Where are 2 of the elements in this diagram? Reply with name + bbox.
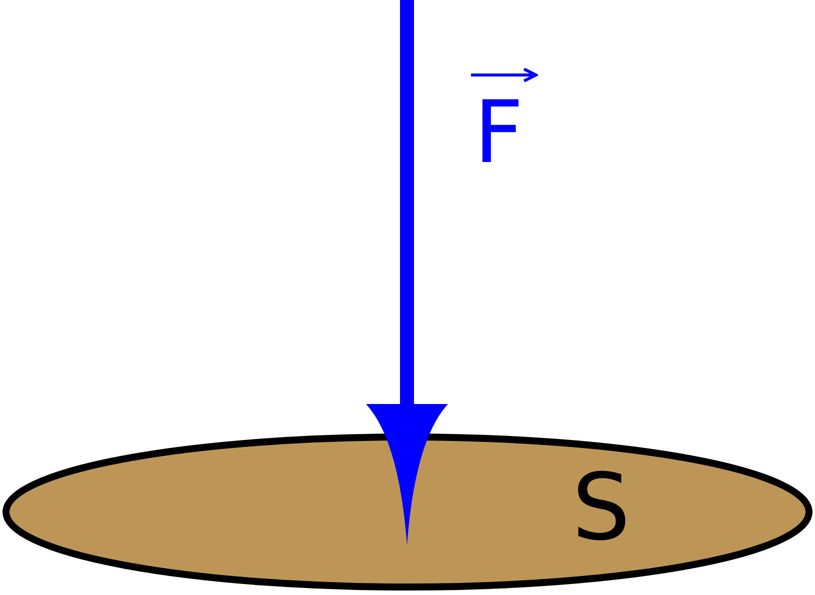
surface-label: S [572, 462, 630, 554]
force-label: F [474, 90, 524, 176]
